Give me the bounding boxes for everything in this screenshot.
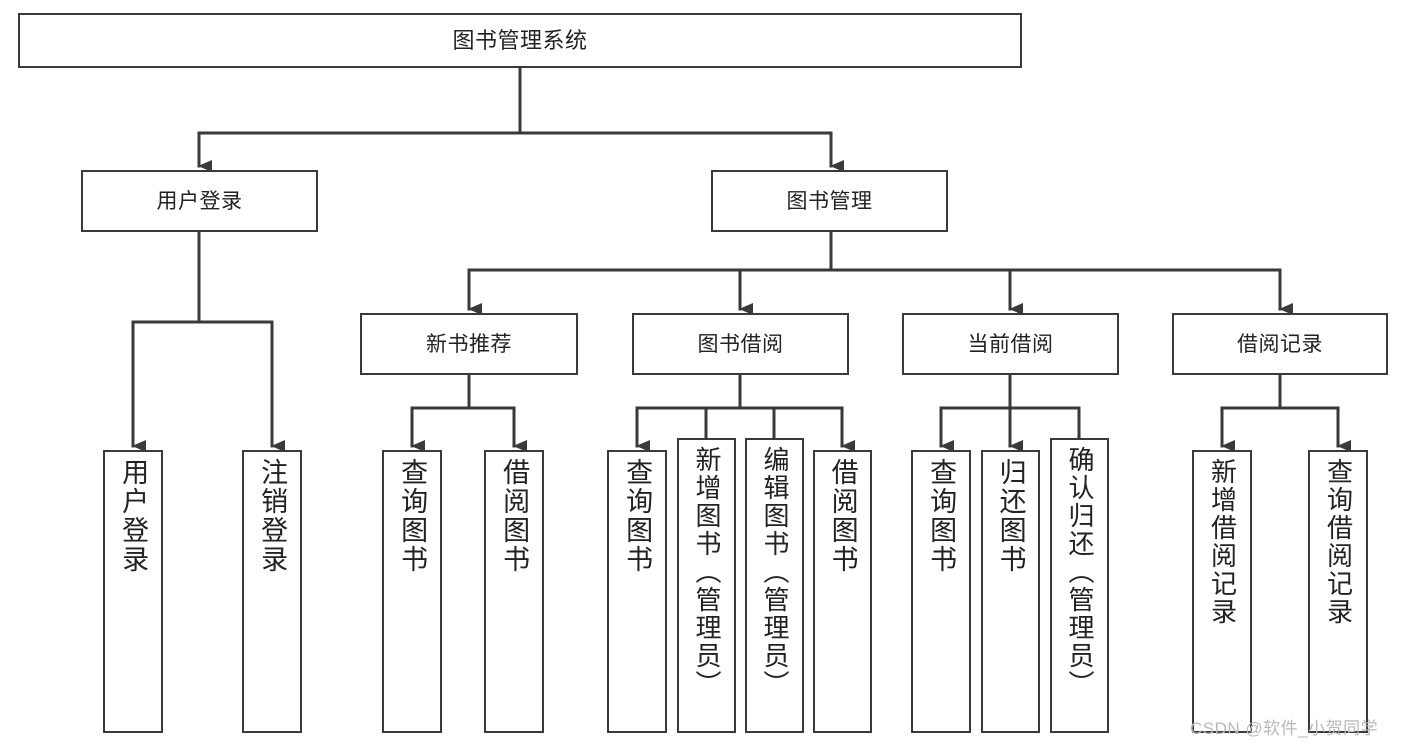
node-leaf-query-record[interactable]: 查询借阅记录 bbox=[1308, 450, 1368, 733]
node-leaf-borrow-book-2[interactable]: 借阅图书 bbox=[813, 450, 872, 733]
node-leaf-logout-label: 注销登录 bbox=[257, 458, 288, 574]
node-leaf-add-record[interactable]: 新增借阅记录 bbox=[1192, 450, 1252, 733]
node-leaf-query-book-2[interactable]: 查询图书 bbox=[607, 450, 667, 733]
node-leaf-confirm-return[interactable]: 确认归还（管理员） bbox=[1050, 438, 1109, 733]
node-leaf-user-login[interactable]: 用户登录 bbox=[103, 450, 163, 733]
node-leaf-query-book-1[interactable]: 查询图书 bbox=[382, 450, 442, 733]
node-leaf-edit-book[interactable]: 编辑图书（管理员） bbox=[745, 438, 804, 733]
node-leaf-user-login-label: 用户登录 bbox=[118, 458, 149, 574]
node-user-login[interactable]: 用户登录 bbox=[81, 170, 318, 232]
node-leaf-query-book-3[interactable]: 查询图书 bbox=[911, 450, 971, 733]
node-leaf-query-record-label: 查询借阅记录 bbox=[1323, 458, 1354, 626]
node-book-borrow-label: 图书借阅 bbox=[697, 332, 784, 356]
node-leaf-add-book[interactable]: 新增图书（管理员） bbox=[677, 438, 736, 733]
node-leaf-add-book-label: 新增图书（管理员） bbox=[692, 446, 723, 698]
node-leaf-query-book-2-label: 查询图书 bbox=[622, 458, 653, 574]
node-leaf-query-book-1-label: 查询图书 bbox=[397, 458, 428, 574]
node-book-admin-label: 图书管理 bbox=[786, 189, 873, 213]
node-book-admin[interactable]: 图书管理 bbox=[711, 170, 948, 232]
node-leaf-add-record-label: 新增借阅记录 bbox=[1207, 458, 1238, 626]
node-leaf-borrow-book-1[interactable]: 借阅图书 bbox=[484, 450, 544, 733]
node-root[interactable]: 图书管理系统 bbox=[18, 13, 1022, 68]
node-borrow-record[interactable]: 借阅记录 bbox=[1172, 313, 1388, 375]
node-leaf-logout[interactable]: 注销登录 bbox=[242, 450, 302, 733]
node-root-label: 图书管理系统 bbox=[452, 27, 588, 53]
node-current-borrow-label: 当前借阅 bbox=[967, 332, 1054, 356]
node-borrow-record-label: 借阅记录 bbox=[1237, 332, 1323, 356]
node-leaf-confirm-return-label: 确认归还（管理员） bbox=[1065, 446, 1096, 698]
node-current-borrow[interactable]: 当前借阅 bbox=[902, 313, 1119, 375]
node-leaf-return-book[interactable]: 归还图书 bbox=[981, 450, 1040, 733]
node-leaf-query-book-3-label: 查询图书 bbox=[926, 458, 957, 574]
node-leaf-borrow-book-2-label: 借阅图书 bbox=[827, 458, 858, 574]
node-user-login-label: 用户登录 bbox=[156, 189, 243, 213]
node-new-book-rec-label: 新书推荐 bbox=[426, 332, 512, 356]
node-leaf-edit-book-label: 编辑图书（管理员） bbox=[760, 446, 791, 698]
node-leaf-borrow-book-1-label: 借阅图书 bbox=[499, 458, 530, 574]
csdn-watermark: CSDN @软件_小贺同学 bbox=[1190, 719, 1379, 738]
node-book-borrow[interactable]: 图书借阅 bbox=[632, 313, 849, 375]
node-new-book-rec[interactable]: 新书推荐 bbox=[360, 313, 578, 375]
node-leaf-return-book-label: 归还图书 bbox=[995, 458, 1026, 574]
